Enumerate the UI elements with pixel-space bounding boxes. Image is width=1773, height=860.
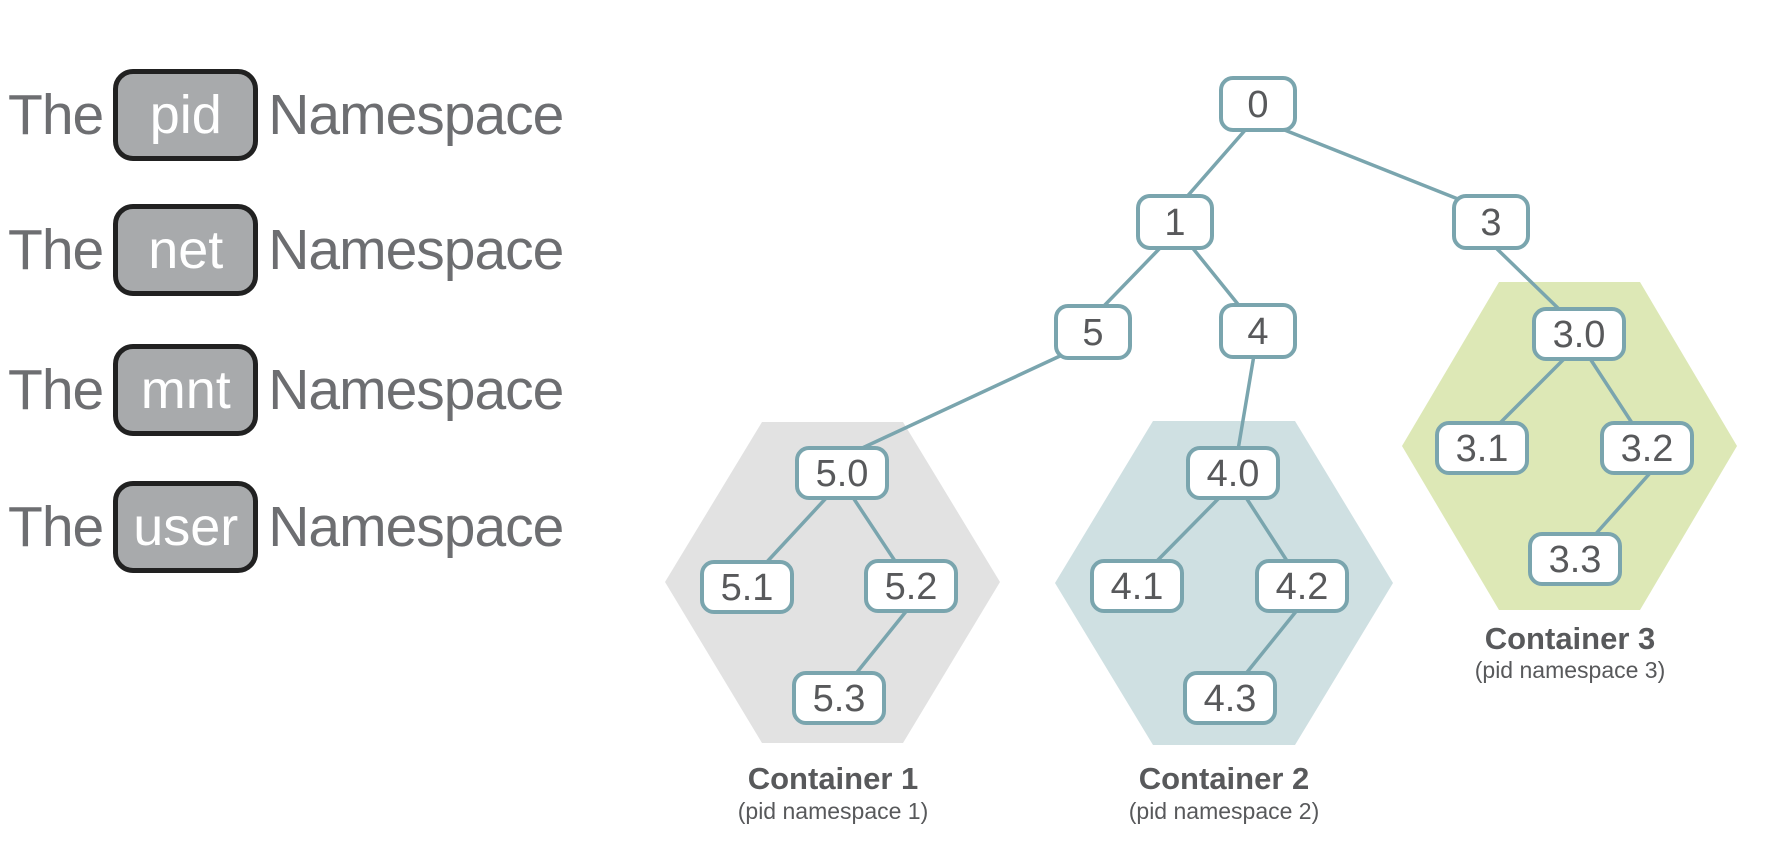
edge-5.0-5.1: [763, 494, 830, 566]
namespace-badge-user: user: [113, 481, 259, 573]
namespace-badge-net: net: [113, 204, 259, 296]
tree-node-4.3: 4.3: [1183, 671, 1277, 725]
edge-3.2-3.3: [1591, 470, 1653, 539]
tree-node-5.1: 5.1: [700, 560, 794, 614]
node-label-3.0: 3.0: [1553, 314, 1606, 356]
container-3-label: Container 3: [1485, 621, 1656, 656]
edge-3-3.0: [1492, 244, 1564, 314]
tree-node-5.0: 5.0: [795, 446, 889, 500]
node-label-5.2: 5.2: [885, 566, 938, 608]
edge-5.0-5.2: [850, 494, 899, 566]
tree-node-5.3: 5.3: [792, 671, 886, 725]
tree-node-3.3: 3.3: [1528, 532, 1622, 586]
namespace-suffix: Namespace: [268, 83, 564, 147]
node-label-4.0: 4.0: [1207, 453, 1260, 495]
namespace-row-mnt: The mnt Namespace: [8, 344, 564, 436]
node-box-4.1: [1090, 559, 1184, 613]
container-3-hexagon: [1402, 282, 1737, 610]
tree-node-0: 0: [1219, 76, 1297, 132]
edge-4.2-4.3: [1242, 607, 1300, 678]
namespace-suffix: Namespace: [268, 218, 564, 282]
edge-4.0-4.1: [1152, 494, 1223, 566]
namespace-prefix: The: [8, 218, 104, 282]
namespace-prefix: The: [8, 83, 104, 147]
namespace-prefix: The: [8, 358, 104, 422]
tree-node-4.1: 4.1: [1090, 559, 1184, 613]
tree-node-3.2: 3.2: [1600, 421, 1694, 475]
node-label-3.2: 3.2: [1621, 428, 1674, 470]
tree-node-4.0: 4.0: [1186, 446, 1280, 500]
namespace-suffix: Namespace: [268, 358, 564, 422]
node-box-4.3: [1183, 671, 1277, 725]
tree-node-5: 5: [1054, 304, 1132, 360]
namespace-row-user: The user Namespace: [8, 481, 564, 573]
node-label-4.2: 4.2: [1276, 566, 1329, 608]
edge-1-5: [1099, 244, 1164, 311]
container-3-sublabel: (pid namespace 3): [1475, 657, 1666, 683]
namespace-suffix: Namespace: [268, 495, 564, 559]
namespace-prefix: The: [8, 495, 104, 559]
node-box-0: [1219, 76, 1297, 132]
tree-node-4.2: 4.2: [1255, 559, 1349, 613]
node-box-5.2: [864, 559, 958, 613]
container-1-sublabel: (pid namespace 1): [738, 798, 929, 824]
node-label-5.1: 5.1: [721, 567, 774, 609]
node-label-5: 5: [1082, 312, 1103, 354]
node-box-5.3: [792, 671, 886, 725]
edge-3.0-3.1: [1495, 355, 1568, 428]
node-label-0: 0: [1247, 84, 1268, 126]
node-label-5.3: 5.3: [813, 678, 866, 720]
node-label-1: 1: [1164, 202, 1185, 244]
node-label-5.0: 5.0: [816, 453, 869, 495]
tree-node-3.0: 3.0: [1532, 307, 1626, 361]
node-label-4.3: 4.3: [1204, 678, 1257, 720]
namespace-badge-mnt: mnt: [113, 344, 259, 436]
node-box-5.0: [795, 446, 889, 500]
node-label-4: 4: [1247, 311, 1268, 353]
node-label-3: 3: [1480, 202, 1501, 244]
tree-node-5.2: 5.2: [864, 559, 958, 613]
node-box-4.2: [1255, 559, 1349, 613]
container-2-hexagon: [1055, 421, 1393, 745]
node-box-1: [1136, 194, 1214, 250]
node-box-3: [1452, 194, 1530, 250]
node-box-5: [1054, 304, 1132, 360]
edge-5.2-5.3: [852, 607, 910, 678]
edge-5-5.0: [856, 354, 1062, 452]
node-label-3.1: 3.1: [1456, 428, 1509, 470]
edge-4-4.0: [1236, 353, 1256, 452]
node-box-4: [1219, 303, 1297, 359]
namespace-row-pid: The pid Namespace: [8, 69, 564, 161]
tree-node-4: 4: [1219, 303, 1297, 359]
container-1-label: Container 1: [748, 761, 919, 796]
container-2-label: Container 2: [1139, 761, 1310, 796]
edge-3.0-3.2: [1587, 355, 1636, 428]
namespace-row-net: The net Namespace: [8, 204, 564, 296]
tree-node-3.1: 3.1: [1435, 421, 1529, 475]
tree-node-1: 1: [1136, 194, 1214, 250]
edge-4.0-4.2: [1243, 494, 1291, 566]
edge-0-1: [1182, 126, 1249, 202]
node-box-3.1: [1435, 421, 1529, 475]
node-box-4.0: [1186, 446, 1280, 500]
node-box-3.2: [1600, 421, 1694, 475]
container-2-sublabel: (pid namespace 2): [1129, 798, 1320, 824]
edge-1-4: [1189, 244, 1243, 310]
node-label-3.3: 3.3: [1549, 539, 1602, 581]
namespace-badge-pid: pid: [113, 69, 259, 161]
node-box-5.1: [700, 560, 794, 614]
node-box-3.3: [1528, 532, 1622, 586]
edge-0-3: [1275, 125, 1465, 203]
node-label-4.1: 4.1: [1111, 566, 1164, 608]
node-box-3.0: [1532, 307, 1626, 361]
tree-node-3: 3: [1452, 194, 1530, 250]
container-1-hexagon: [665, 422, 1000, 743]
